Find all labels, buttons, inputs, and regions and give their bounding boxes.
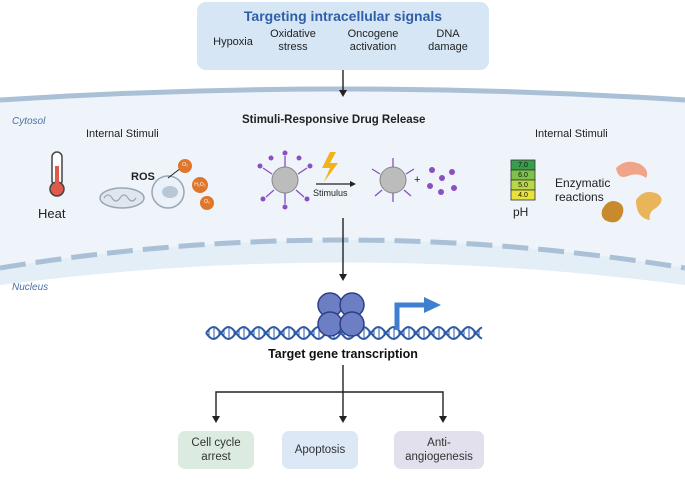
ros-h2o2-label: H₂O₂ [194, 182, 206, 188]
right-internal-stimuli-title: Internal Stimuli [535, 128, 608, 140]
drug-release-title: Stimuli-Responsive Drug Release [242, 114, 426, 126]
mitochondrion-icon [99, 187, 145, 209]
ros-label: ROS [131, 171, 155, 183]
ph-value: 7.0 [518, 162, 528, 169]
arrowhead [339, 90, 347, 97]
ph-value: 5.0 [518, 182, 528, 189]
nuclear-envelope [0, 237, 685, 271]
thermometer-icon [49, 151, 65, 197]
outcome-line: Cell cycle [191, 437, 241, 449]
ph-scale: 7.0 6.0 5.0 4.0 [511, 161, 535, 201]
ros-o2-label: O₂ [182, 162, 188, 168]
arrowhead [339, 274, 347, 281]
outcome-anti-angiogenesis: Anti-angiogenesis [394, 431, 484, 469]
released-drug-icon [427, 167, 457, 195]
ph-label: pH [513, 205, 529, 219]
signal-dna-damage: DNA damage [418, 28, 478, 54]
signal-line: Oxidative [270, 28, 316, 40]
outcome-line: angiogenesis [405, 451, 473, 463]
gene-transcription-label: Target gene transcription [268, 347, 418, 361]
signal-oncogene-activation: Oncogene activation [338, 28, 408, 54]
arrow-right-branch [343, 391, 444, 418]
arrowhead [439, 416, 447, 423]
header-title: Targeting intracellular signals [243, 8, 443, 24]
plus-sign: + [414, 174, 421, 186]
enzymatic-line: reactions [555, 190, 604, 204]
cytosol-label: Cytosol [12, 116, 46, 127]
nucleus-label: Nucleus [12, 282, 49, 293]
outcome-line: Apoptosis [294, 444, 346, 456]
signal-hypoxia: Hypoxia [205, 36, 261, 49]
nanoparticle-loaded-icon [257, 150, 313, 210]
enzymatic-line: Enzymatic [555, 176, 611, 190]
signal-oxidative-stress: Oxidative stress [263, 28, 323, 54]
ros-o2-label: O₂ [204, 199, 210, 205]
stimulus-label: Stimulus [313, 188, 348, 198]
ph-value: 4.0 [518, 192, 528, 199]
enzyme-icon [601, 161, 662, 223]
outcome-line: Anti- [427, 437, 451, 449]
outcome-line: arrest [201, 451, 231, 463]
ph-value: 6.0 [518, 172, 528, 179]
transcription-arrow-icon [394, 297, 441, 330]
heat-label: Heat [38, 206, 66, 221]
arrowhead [339, 416, 347, 423]
signal-line: activation [349, 41, 397, 53]
signal-line: stress [278, 41, 308, 53]
left-internal-stimuli-title: Internal Stimuli [86, 128, 159, 140]
signal-line: DNA [436, 28, 460, 40]
outcome-cell-cycle-arrest: Cell cycle arrest [178, 431, 254, 469]
arrow-left-branch [215, 391, 343, 418]
signal-line: Oncogene [347, 28, 399, 40]
arrowhead [212, 416, 220, 423]
rna-polymerase-icon [317, 292, 365, 337]
arrowhead [350, 181, 356, 187]
ros-molecule-icon [167, 159, 214, 210]
signal-line: damage [428, 41, 468, 53]
header-box [197, 2, 489, 70]
lightning-icon [322, 152, 338, 182]
nanoparticle-released-icon [371, 158, 415, 202]
cell-membrane [0, 86, 685, 103]
outcome-apoptosis: Apoptosis [282, 431, 358, 469]
enzymatic-reactions-label: Enzymatic reactions [555, 176, 610, 204]
cell-icon [151, 175, 185, 209]
signal-line: Hypoxia [213, 36, 253, 48]
ph-indicator-icon [510, 159, 536, 201]
